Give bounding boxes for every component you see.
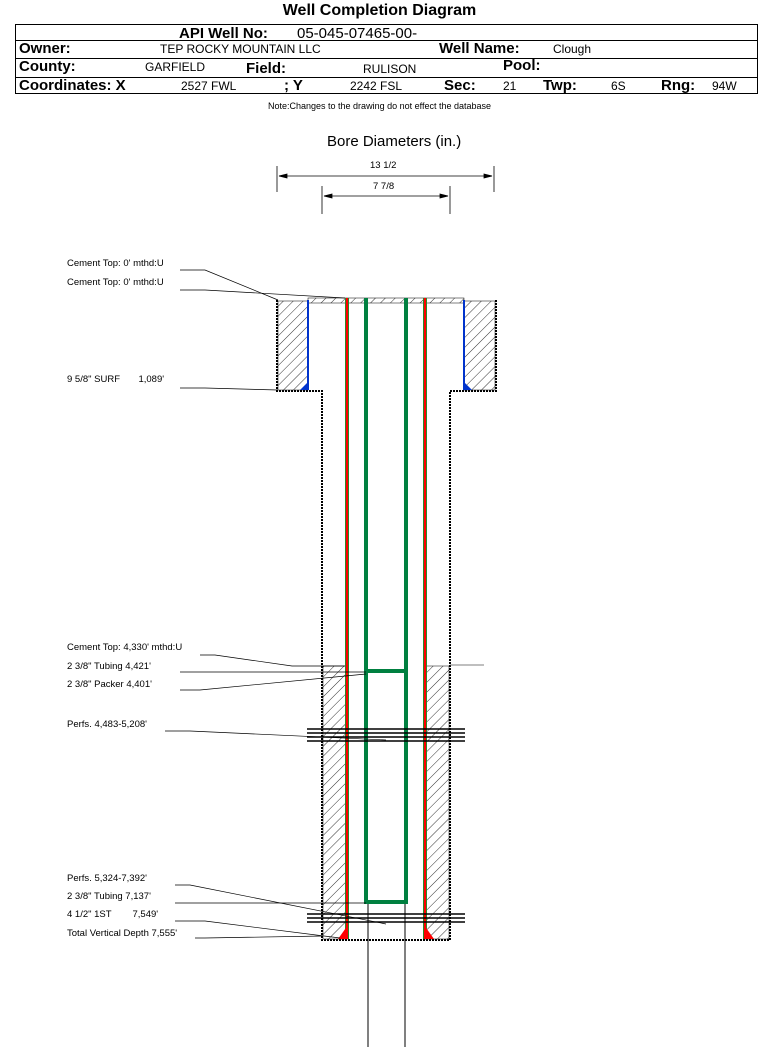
surface-shoe-left <box>300 382 308 390</box>
api-value: 05-045-07465-00- <box>297 25 418 42</box>
label-production-casing: 4 1/2" 1ST 7,549' <box>67 909 159 920</box>
api-label: API Well No: <box>179 25 268 42</box>
label-leaders <box>165 269 387 939</box>
coord-x-value: 2527 FWL <box>181 79 237 93</box>
coord-y-label: ; Y <box>284 77 303 94</box>
bore-dimension-inner <box>321 186 451 214</box>
perforations-upper <box>307 728 465 742</box>
label-cement-top-1: Cement Top: 0' mthd:U <box>67 258 164 269</box>
field-label: Field: <box>246 60 286 77</box>
twp-value: 6S <box>611 79 626 93</box>
label-tubing-1: 2 3/8" Tubing 4,421' <box>67 661 151 672</box>
owner-label: Owner: <box>19 40 71 57</box>
label-perfs-1: Perfs. 4,483-5,208' <box>67 719 147 730</box>
bore-outer-value: 13 1/2 <box>370 160 397 171</box>
tubing-tail <box>367 904 406 1047</box>
owner-value: TEP ROCKY MOUNTAIN LLC <box>160 42 321 56</box>
diagram-title: Well Completion Diagram <box>282 2 477 19</box>
county-label: County: <box>19 58 76 75</box>
tubing <box>364 298 408 904</box>
label-tubing-2: 2 3/8" Tubing 7,137' <box>67 891 151 902</box>
rng-value: 94W <box>712 79 737 93</box>
sec-value: 21 <box>503 79 517 93</box>
well-name-value: Clough <box>553 42 592 56</box>
production-shoe-right <box>424 925 434 939</box>
well-name-label: Well Name: <box>439 40 520 57</box>
twp-label: Twp: <box>543 77 577 94</box>
bore-inner-value: 7 7/8 <box>373 181 395 192</box>
rng-label: Rng: <box>661 77 696 94</box>
field-value: RULISON <box>363 62 417 76</box>
coord-y-value: 2242 FSL <box>350 79 403 93</box>
surface-casing <box>307 300 465 390</box>
sec-label: Sec: <box>444 77 476 94</box>
perforations-lower <box>307 913 465 923</box>
cement <box>277 297 496 940</box>
county-value: GARFIELD <box>145 60 206 74</box>
well-header-table: API Well No: 05-045-07465-00- Owner: TEP… <box>15 24 758 94</box>
production-shoe-left <box>338 925 348 939</box>
label-surface-casing: 9 5/8" SURF 1,089' <box>67 374 165 385</box>
label-cement-top-2: Cement Top: 0' mthd:U <box>67 277 164 288</box>
surface-shoe-right <box>464 382 472 390</box>
borehole-wall <box>276 300 497 941</box>
label-perfs-2: Perfs. 5,324-7,392' <box>67 873 147 884</box>
note-text: Note:Changes to the drawing do not effec… <box>268 101 491 111</box>
coord-x-label: Coordinates: X <box>19 77 126 94</box>
production-casing <box>345 298 427 939</box>
pool-label: Pool: <box>503 57 541 74</box>
bore-title: Bore Diameters (in.) <box>327 133 462 150</box>
bore-dimension-outer <box>276 166 495 192</box>
label-total-depth: Total Vertical Depth 7,555' <box>67 928 178 939</box>
label-packer: 2 3/8" Packer 4,401' <box>67 679 152 690</box>
label-cement-top-3: Cement Top: 4,330' mthd:U <box>67 642 183 653</box>
